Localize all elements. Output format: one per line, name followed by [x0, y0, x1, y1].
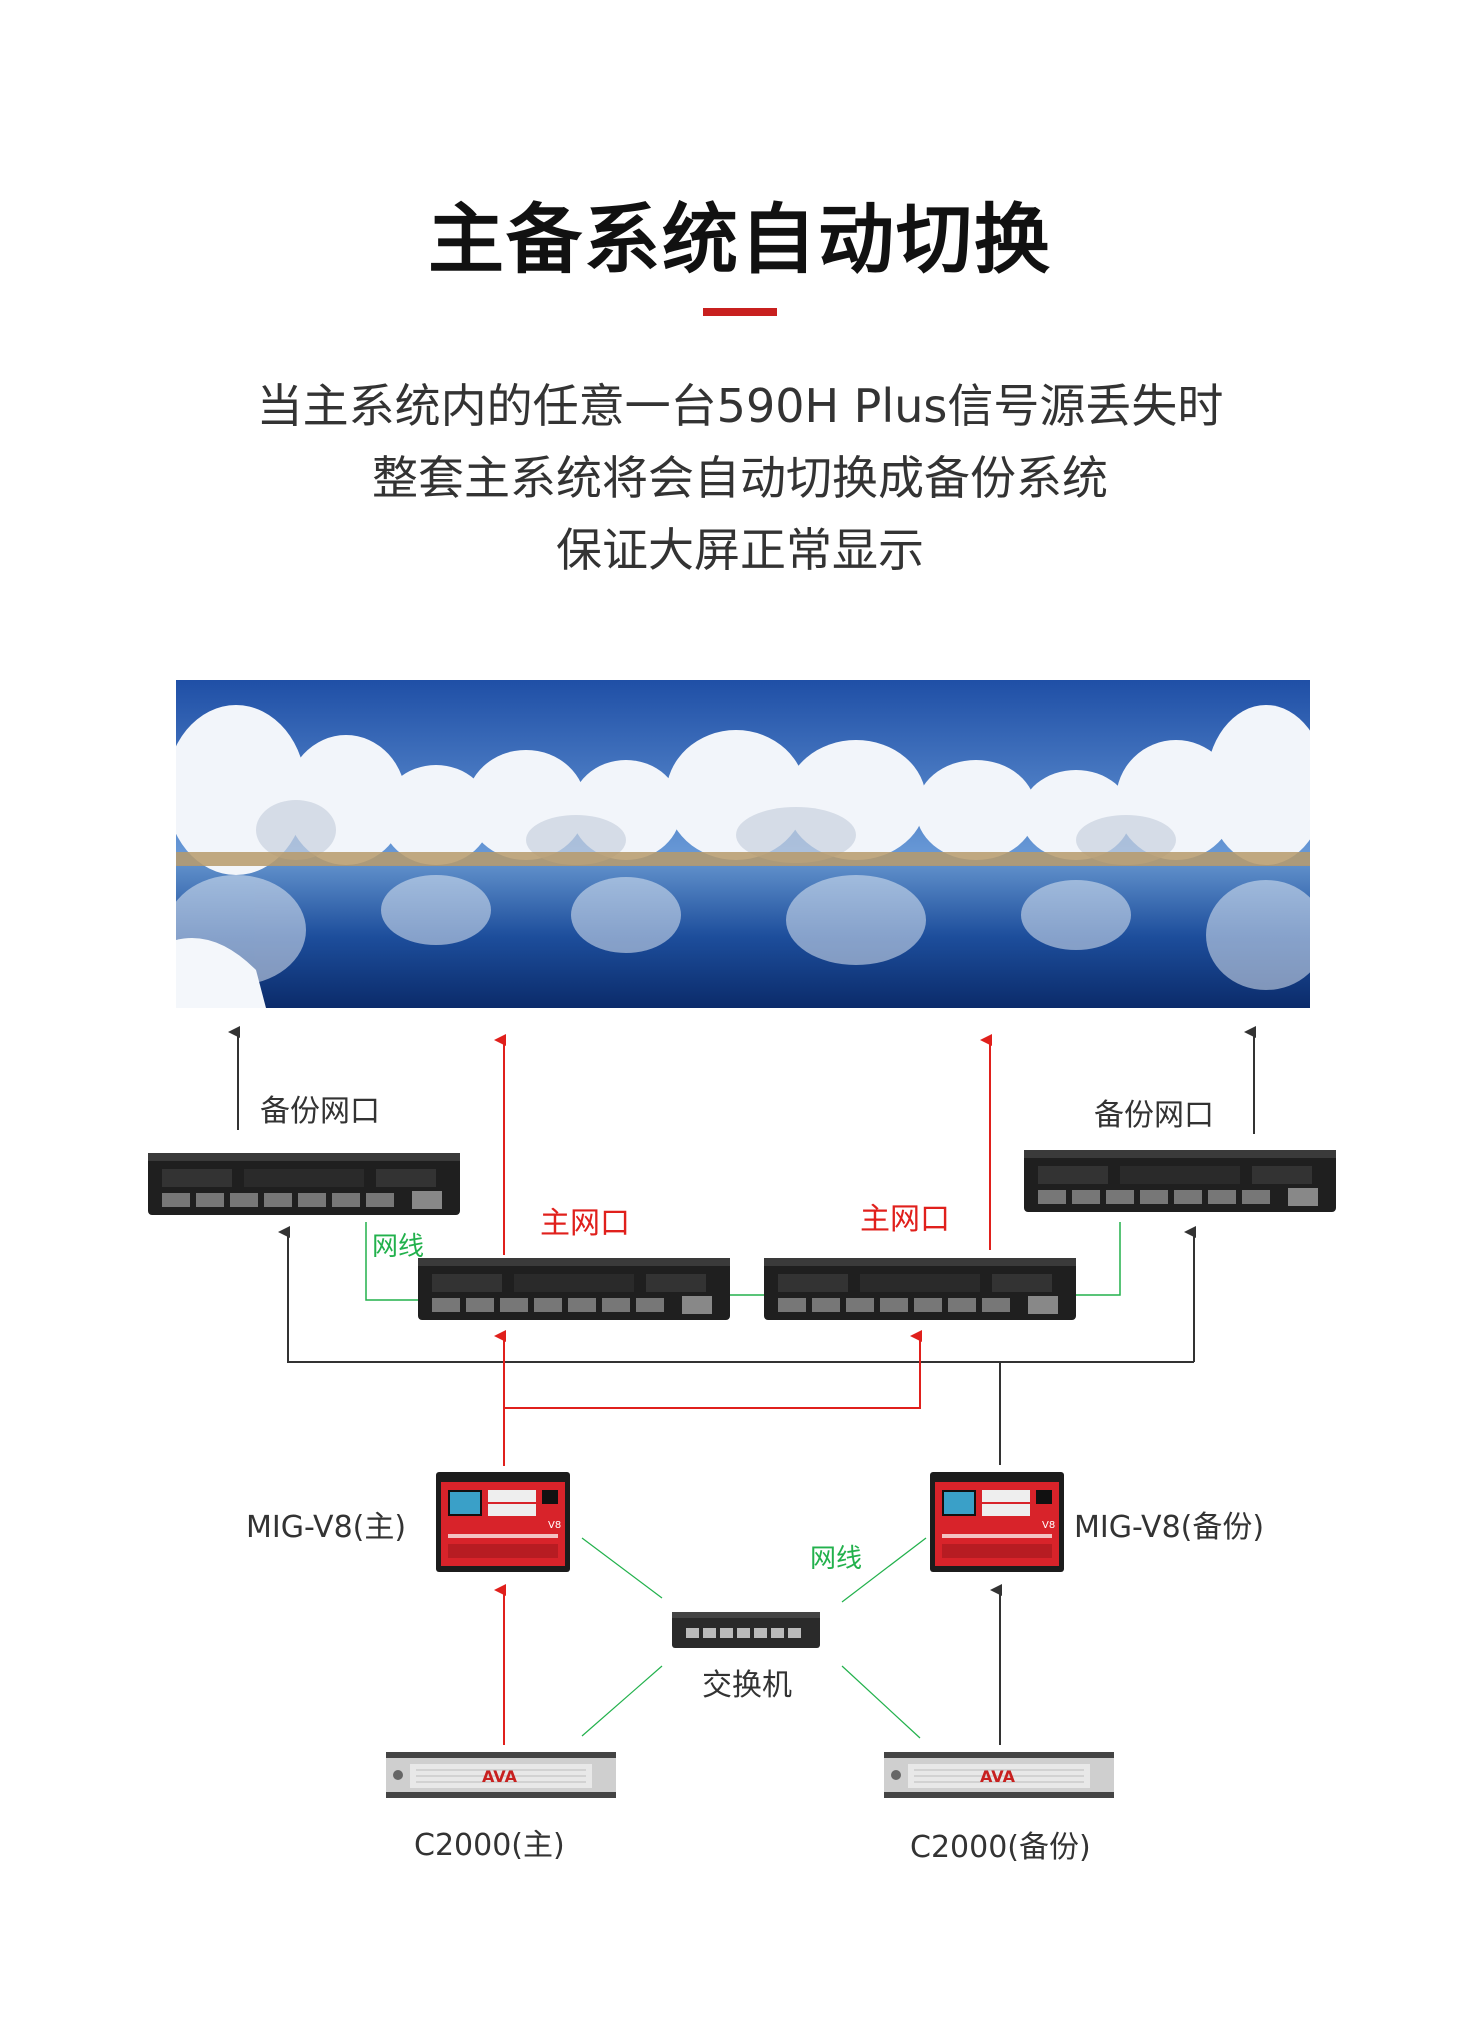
subtitle-line-2: 整套主系统将会自动切换成备份系统	[372, 451, 1108, 505]
network-switch-device	[672, 1612, 820, 1656]
cable-switch-c2000-main	[581, 1665, 663, 1737]
mig-v8-backup-device: V8	[930, 1472, 1064, 1576]
label-c2000-backup: C2000(备份)	[910, 1830, 1091, 1865]
cable-switch-mig-main	[581, 1537, 663, 1599]
cable-left	[365, 1222, 420, 1301]
label-main-port-right: 主网口	[860, 1202, 950, 1237]
mig-main-badge: V8	[548, 1520, 561, 1531]
c2000-backup-logo: AVA	[980, 1767, 1016, 1786]
processor-backup-right	[1024, 1150, 1336, 1220]
cable-right	[1076, 1222, 1121, 1296]
processor-backup-left	[148, 1153, 460, 1223]
c2000-main-logo: AVA	[482, 1767, 518, 1786]
subtitle-line-3: 保证大屏正常显示	[556, 523, 924, 577]
label-cable-top: 网线	[372, 1232, 425, 1262]
page-title: 主备系统自动切换	[428, 195, 1052, 284]
title-underline	[703, 308, 777, 316]
processor-main-left	[418, 1258, 730, 1328]
label-backup-port-right: 备份网口	[1094, 1098, 1214, 1133]
cable-switch-mig-backup	[841, 1537, 927, 1603]
c2000-backup-device: AVA	[884, 1752, 1114, 1804]
backup-bus	[278, 1226, 1001, 1465]
main-bus-right	[504, 1330, 922, 1409]
label-switch: 交换机	[702, 1668, 792, 1703]
mig-backup-badge: V8	[1042, 1520, 1055, 1531]
label-cable-bottom: 网线	[810, 1544, 863, 1574]
label-main-port-left: 主网口	[540, 1206, 630, 1241]
label-mig-backup: MIG-V8(备份)	[1074, 1510, 1265, 1545]
cable-switch-c2000-backup	[841, 1665, 921, 1739]
subtitle-line-1: 当主系统内的任意一台590H Plus信号源丢失时	[256, 379, 1224, 433]
c2000-main-device: AVA	[386, 1752, 616, 1804]
mig-v8-main-device: V8	[436, 1472, 570, 1576]
processor-main-right	[764, 1258, 1076, 1328]
label-mig-main: MIG-V8(主)	[246, 1510, 407, 1545]
label-c2000-main: C2000(主)	[414, 1828, 565, 1863]
led-screen-image	[176, 680, 1310, 1008]
label-backup-port-left: 备份网口	[260, 1094, 380, 1129]
